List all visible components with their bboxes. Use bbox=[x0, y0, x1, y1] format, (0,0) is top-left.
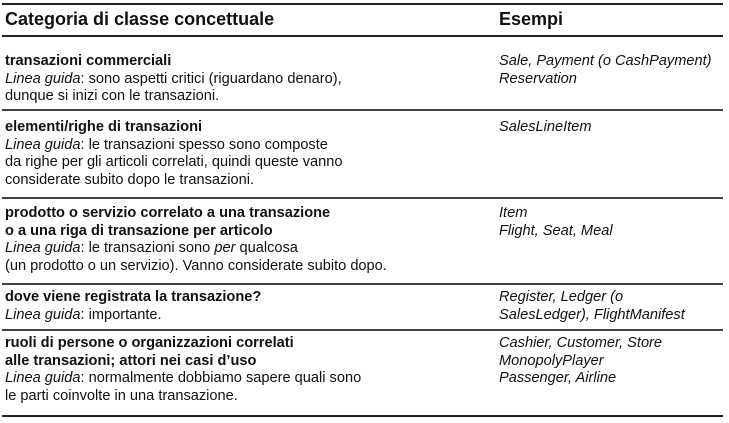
guideline-text: : sono aspetti critici (riguardano denar… bbox=[80, 70, 342, 87]
table-row: transazioni commerciali Linea guida: son… bbox=[2, 51, 723, 111]
guideline-text: : normalmente dobbiamo sapere quali sono bbox=[80, 370, 362, 386]
example-text: Reservation bbox=[499, 70, 577, 87]
guideline-text: qualcosa bbox=[235, 240, 298, 256]
guideline-text: : importante. bbox=[80, 306, 162, 323]
category-title: prodotto o servizio correlato a una tran… bbox=[5, 205, 331, 221]
examples-cell: Sale, Payment (o CashPayment) Reservatio… bbox=[492, 53, 723, 109]
table-row: ruoli di persone o organizzazioni correl… bbox=[2, 331, 723, 417]
guideline-text: da righe per gli articoli correlati, qui… bbox=[5, 154, 343, 170]
category-cell: dove viene registrata la transazione? Li… bbox=[2, 289, 492, 329]
header-category: Categoria di classe concettuale bbox=[5, 9, 275, 30]
example-text: Flight, Seat, Meal bbox=[499, 222, 613, 239]
guideline-line: Linea guida: sono aspetti critici (rigua… bbox=[5, 71, 492, 89]
table-row: prodotto o servizio correlato a una tran… bbox=[2, 199, 723, 285]
guideline-text: (un prodotto o un servizio). Vanno consi… bbox=[5, 257, 387, 274]
example-text: Passenger, Airline bbox=[499, 370, 617, 386]
guideline-emphasis: per bbox=[214, 240, 236, 256]
category-title: alle transazioni; attori nei casi d’uso bbox=[5, 352, 257, 369]
guideline-label: Linea guida bbox=[5, 370, 81, 386]
example-text: MonopolyPlayer bbox=[499, 352, 604, 369]
guideline-line: Linea guida: le transazioni spesso sono … bbox=[5, 137, 492, 155]
category-title: dove viene registrata la transazione? bbox=[5, 289, 262, 305]
guideline-label: Linea guida bbox=[5, 136, 81, 153]
examples-cell: Register, Ledger (o SalesLedger), Flight… bbox=[492, 289, 723, 329]
example-text: SalesLineItem bbox=[499, 119, 592, 135]
guideline-line: Linea guida: le transazioni sono per qua… bbox=[5, 240, 492, 258]
category-title: ruoli di persone o organizzazioni correl… bbox=[5, 335, 294, 351]
category-cell: prodotto o servizio correlato a una tran… bbox=[2, 205, 492, 283]
guideline-label: Linea guida bbox=[5, 70, 81, 87]
guideline-text: : le transazioni spesso sono composte bbox=[80, 136, 328, 153]
table-row: dove viene registrata la transazione? Li… bbox=[2, 285, 723, 331]
guideline-line: Linea guida: importante. bbox=[5, 307, 492, 325]
guideline-label: Linea guida bbox=[5, 306, 81, 323]
guideline-label: Linea guida bbox=[5, 240, 81, 256]
category-cell: transazioni commerciali Linea guida: son… bbox=[2, 53, 492, 109]
category-cell: ruoli di persone o organizzazioni correl… bbox=[2, 335, 492, 415]
guideline-text: dunque si inizi con le transazioni. bbox=[5, 88, 220, 104]
table-row: elementi/righe di transazioni Linea guid… bbox=[2, 111, 723, 199]
guideline-text: le parti coinvolte in una transazione. bbox=[5, 387, 238, 404]
category-title: transazioni commerciali bbox=[5, 53, 172, 69]
category-title: elementi/righe di transazioni bbox=[5, 119, 203, 135]
example-text: Item bbox=[499, 205, 528, 221]
guideline-text: : le transazioni sono bbox=[80, 240, 215, 256]
header-examples: Esempi bbox=[499, 9, 564, 30]
example-text: Cashier, Customer, Store bbox=[499, 335, 663, 351]
table-header: Categoria di classe concettuale Esempi bbox=[2, 3, 723, 37]
category-title: o a una riga di transazione per articolo bbox=[5, 222, 273, 239]
concept-category-table: Categoria di classe concettuale Esempi t… bbox=[2, 3, 723, 417]
example-text: Register, Ledger (o bbox=[499, 289, 624, 305]
example-text: Sale, Payment (o CashPayment) bbox=[499, 53, 712, 69]
category-cell: elementi/righe di transazioni Linea guid… bbox=[2, 119, 492, 197]
examples-cell: SalesLineItem bbox=[492, 119, 723, 197]
example-text: SalesLedger), FlightManifest bbox=[499, 306, 685, 323]
examples-cell: Cashier, Customer, Store MonopolyPlayer … bbox=[492, 335, 723, 415]
examples-cell: Item Flight, Seat, Meal bbox=[492, 205, 723, 283]
guideline-line: Linea guida: normalmente dobbiamo sapere… bbox=[5, 370, 492, 388]
guideline-text: considerate subito dopo le transazioni. bbox=[5, 171, 255, 188]
